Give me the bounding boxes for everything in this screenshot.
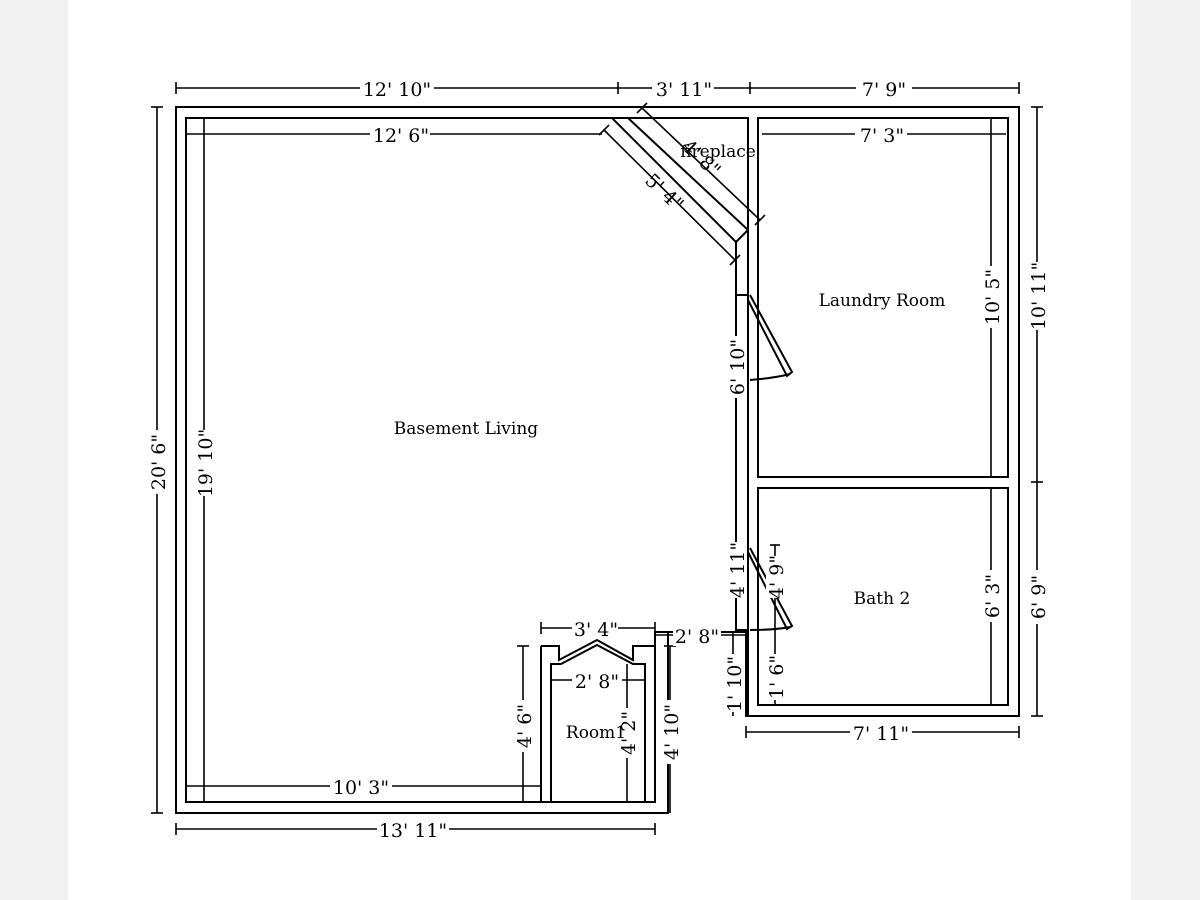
room-label-laundry: Laundry Room <box>819 291 946 311</box>
laundry-room-wall <box>757 117 1009 478</box>
dim-bath-height: 6' 3" <box>982 574 1004 618</box>
bath-room-wall <box>757 487 1009 706</box>
fireplace-end <box>735 229 749 243</box>
dim-top-left: 12' 10" <box>363 79 431 101</box>
floor-plan-canvas: 12' 10" 3' 11" 7' 9" 12' 6" 7' 3" 4' 8" … <box>68 0 1131 900</box>
dim-wall-stub: 1' 10" <box>724 656 746 712</box>
dim-living-height: 19' 10" <box>195 429 217 497</box>
dim-left-overall: 20' 6" <box>148 434 170 490</box>
dim-living-diag: 5' 4" <box>640 169 687 215</box>
bath-door-swing <box>749 626 791 631</box>
dim-right-lower: 6' 9" <box>1028 575 1050 619</box>
dim-closet-left: 4' 6" <box>514 704 536 748</box>
room1-closet-inner <box>550 643 646 802</box>
dim-closet-top: 3' 4" <box>574 619 618 641</box>
dim-top-right: 7' 9" <box>862 79 906 101</box>
floor-plan-diagram: 12' 10" 3' 11" 7' 9" 12' 6" 7' 3" 4' 8" … <box>148 78 1050 842</box>
dim-living-bottom: 10' 3" <box>333 777 389 799</box>
fireplace-chase <box>625 117 749 233</box>
room1-closet-wall <box>541 638 655 662</box>
dim-bottom-overall: 13' 11" <box>379 820 447 842</box>
dim-top-mid: 3' 11" <box>656 79 712 101</box>
room-label-basement-living: Basement Living <box>394 419 538 439</box>
dim-bath-door: 4' 9" <box>766 555 788 599</box>
exterior-wall-outline <box>175 106 1020 814</box>
laundry-door-leaf <box>747 294 794 378</box>
dim-living-width: 12' 6" <box>373 125 429 147</box>
dim-bath-stub: 1' 6" <box>766 655 788 699</box>
dim-door-wall-upper: 6' 10" <box>727 339 749 395</box>
dim-closet-inner-h: 4' 2" <box>618 711 640 755</box>
dim-closet-right: 4' 10" <box>661 704 683 760</box>
laundry-door-swing <box>749 373 791 381</box>
dim-closet-inner: 2' 8" <box>575 671 619 693</box>
room-label-fireplace: fireplace <box>680 142 756 162</box>
dim-laundry-height: 10' 5" <box>982 269 1004 325</box>
dim-right-overall: 10' 11" <box>1028 262 1050 330</box>
living-interior-wall <box>185 117 737 803</box>
room-label-room1: Room1 <box>566 723 626 743</box>
dim-gap-width: 2' 8" <box>675 626 719 648</box>
dim-bath-width: 7' 11" <box>853 723 909 745</box>
dimension-labels: 12' 10" 3' 11" 7' 9" 12' 6" 7' 3" 4' 8" … <box>148 78 1050 842</box>
dim-laundry-width: 7' 3" <box>860 125 904 147</box>
room-labels: Basement Living Laundry Room Bath 2 Room… <box>394 142 946 743</box>
dim-door-wall-lower: 4' 11" <box>727 542 749 598</box>
room-label-bath-2: Bath 2 <box>854 589 911 609</box>
walls <box>175 106 1020 814</box>
